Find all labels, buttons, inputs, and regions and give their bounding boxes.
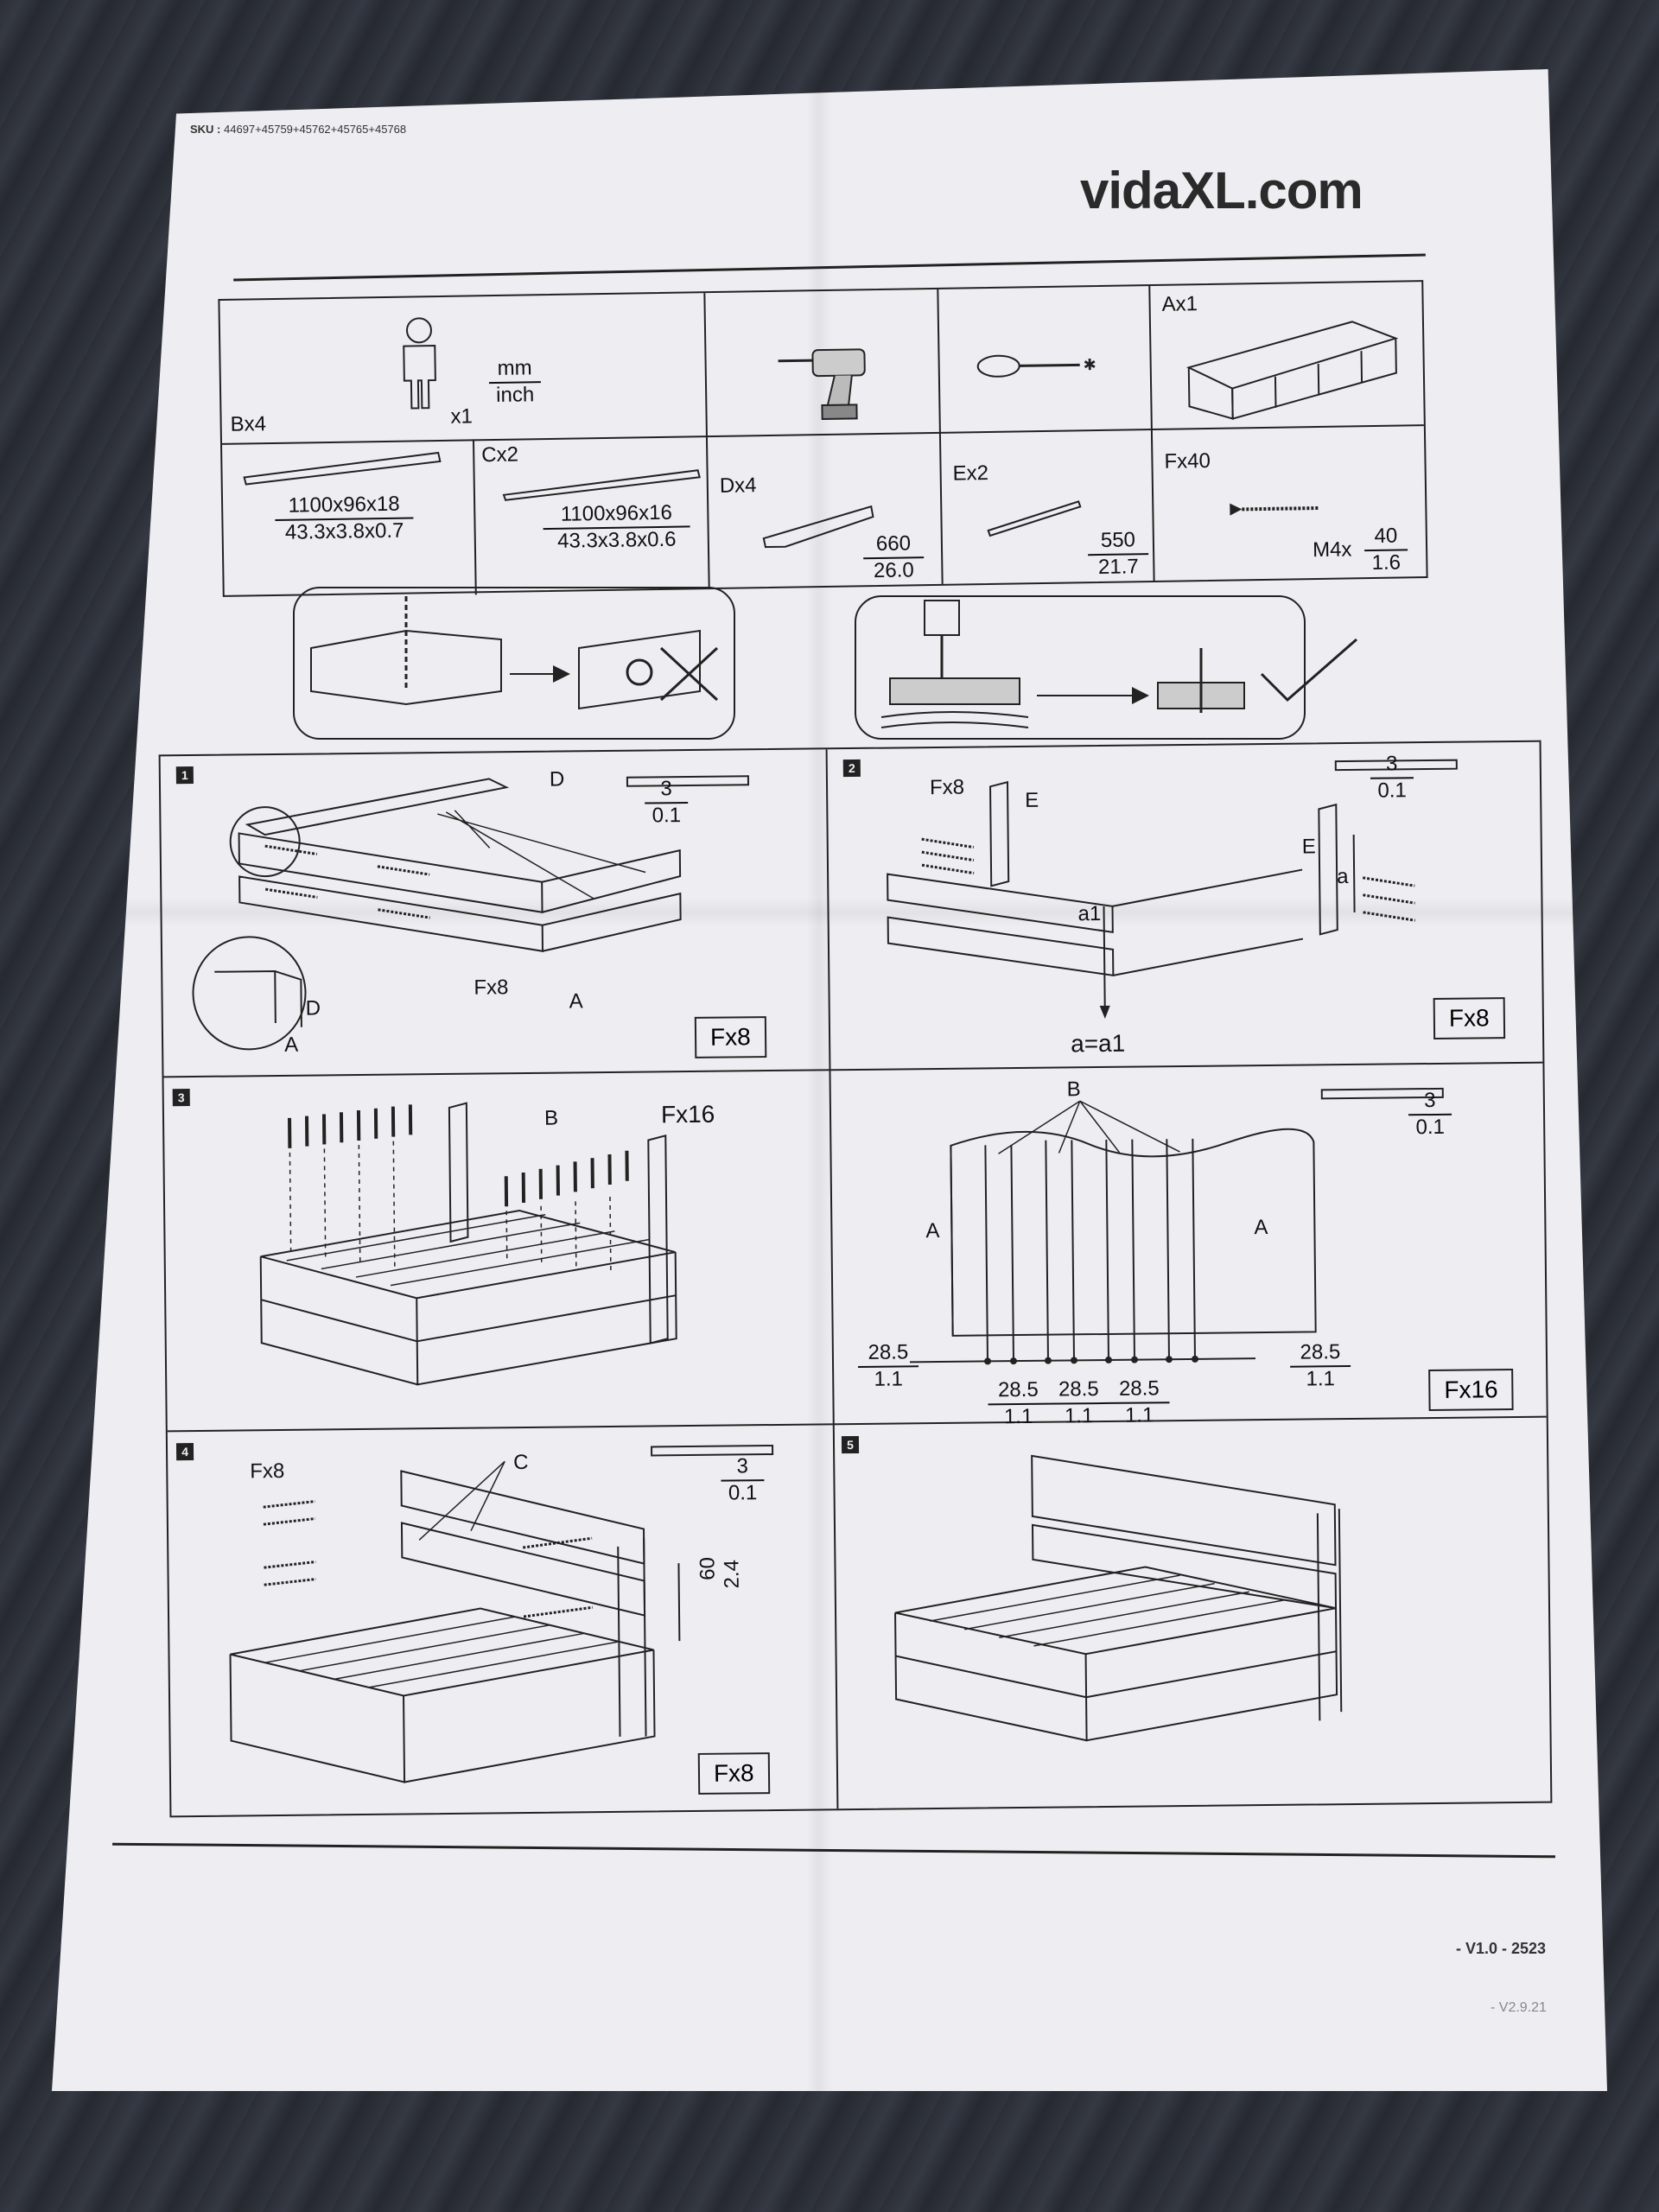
- step-3-label-b: B: [543, 1106, 559, 1130]
- person-qty: x1: [450, 404, 474, 429]
- batten-e-icon: [987, 500, 1082, 537]
- plank-d-icon: [762, 505, 874, 549]
- pallet-a-icon: [1185, 321, 1399, 420]
- step-1-detail-label-a: A: [283, 1033, 299, 1057]
- part-f-label: Fx40: [1164, 448, 1211, 474]
- step-4-illustration: [229, 1445, 774, 1783]
- sku: SKU : 44697+45759+45762+45765+45768: [190, 123, 407, 136]
- person-icon: [403, 317, 436, 410]
- step-5-number: 5: [841, 1435, 860, 1454]
- step-2-label-fx8: Fx8: [929, 775, 965, 800]
- step-3-label-a-right: A: [1254, 1215, 1268, 1240]
- step-2-fastener-box: Fx8: [1433, 997, 1505, 1039]
- svg-text:✱: ✱: [1084, 356, 1096, 374]
- step-1-detail-label-d: D: [305, 996, 321, 1020]
- step-3-label-fx16: Fx16: [660, 1100, 715, 1128]
- step-4-fastener-box: Fx8: [697, 1752, 770, 1795]
- step-3-illustration: [259, 1102, 677, 1386]
- step-2-label-e1: E: [1025, 788, 1039, 812]
- plank-b-icon: [243, 451, 442, 486]
- step-2-label-a: a: [1337, 865, 1349, 889]
- drill-icon: [778, 348, 866, 421]
- step-4-number: 4: [175, 1443, 194, 1461]
- step-1-illustration: [192, 775, 750, 1051]
- screw-f-icon: [1230, 503, 1320, 516]
- step-3-spacing-label-b: B: [1066, 1077, 1081, 1102]
- vidaxl-logo: vidaXL.com: [1080, 162, 1363, 219]
- step-1-fastener-box: Fx8: [694, 1016, 767, 1058]
- step-1-label-a: A: [569, 989, 583, 1014]
- plank-c-icon: [502, 469, 701, 501]
- screwdriver-icon: ✱: [976, 354, 1096, 378]
- step-5-illustration: [894, 1454, 1343, 1742]
- version-label-secondary: - V2.9.21: [1491, 2000, 1547, 2015]
- part-d-label: Dx4: [719, 474, 757, 498]
- part-c-label: Cx2: [481, 442, 519, 467]
- part-b-label: Bx4: [230, 412, 267, 436]
- version-label: - V1.0 - 2523: [1456, 1940, 1547, 1957]
- part-f-size: M4x: [1312, 537, 1352, 563]
- part-a-label: Ax1: [1161, 292, 1198, 316]
- step-3-number: 3: [172, 1089, 190, 1107]
- step-4-label-c: C: [513, 1450, 529, 1475]
- part-e-label: Ex2: [952, 461, 989, 486]
- step-4-dimension-mm: 60: [696, 1556, 720, 1580]
- step-1-label-fx8: Fx8: [474, 976, 509, 1000]
- step-3-label-a-left: A: [925, 1218, 940, 1243]
- step-3-fastener-box: Fx16: [1428, 1369, 1514, 1412]
- step-4-label-fx8: Fx8: [250, 1459, 285, 1484]
- step-2-illustration: [887, 759, 1458, 1019]
- screw-guidance-panels: [293, 587, 1357, 740]
- step-2-equation: a=a1: [1071, 1029, 1126, 1058]
- step-3-spacing-diagram: [910, 1087, 1444, 1365]
- step-2-label-e2: E: [1301, 835, 1316, 859]
- step-1-label-d: D: [549, 767, 565, 791]
- step-2-label-a1: a1: [1077, 902, 1102, 926]
- step-4-dimension-inch: 2.4: [720, 1560, 744, 1589]
